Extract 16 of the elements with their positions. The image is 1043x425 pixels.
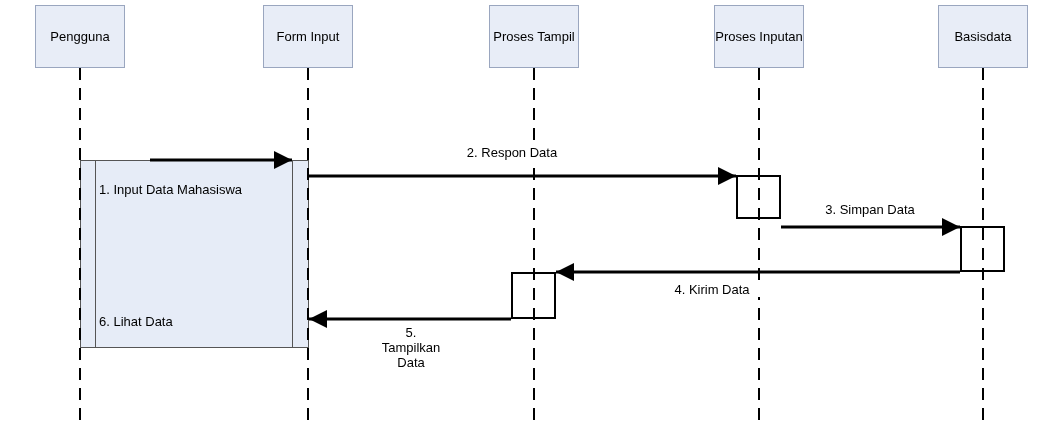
lifeline-header: Pengguna — [35, 5, 125, 68]
lifeline-header: Proses Tampil — [489, 5, 579, 68]
activation-box — [511, 272, 556, 319]
message-arrow — [309, 310, 511, 328]
activation-frame — [80, 160, 309, 348]
lifeline-header: Form Input — [263, 5, 353, 68]
activation-box — [736, 175, 781, 219]
message-label: 1. Input Data Mahasiswa — [99, 182, 243, 197]
lifeline-header: Basisdata — [938, 5, 1028, 68]
message-arrow — [781, 218, 960, 236]
lifeline-header: Proses Inputan — [714, 5, 804, 68]
message-arrow — [150, 151, 292, 169]
activation-box — [960, 226, 1005, 272]
message-label: 6. Lihat Data — [99, 314, 173, 329]
message-arrow — [309, 167, 736, 185]
message-arrow — [556, 263, 960, 281]
